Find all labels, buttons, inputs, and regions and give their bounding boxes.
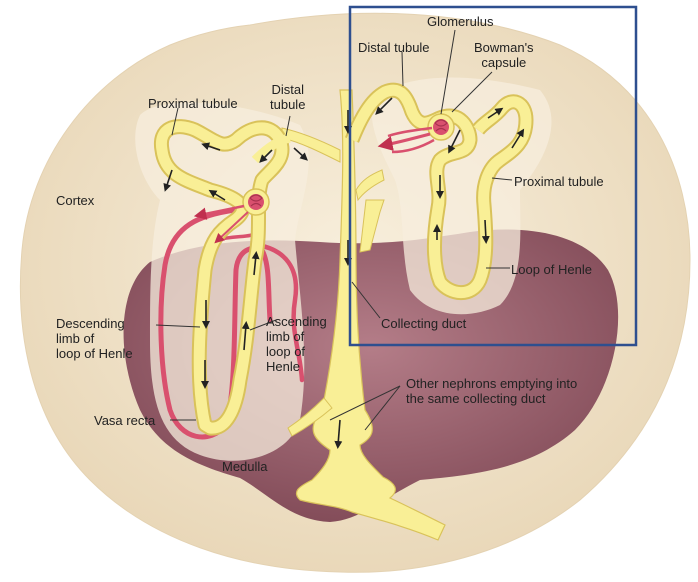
label-distal-left-line1: Distal: [271, 82, 304, 97]
label-other-nephrons: Other nephrons emptying into the same co…: [406, 376, 577, 406]
label-bowmans-line1: Bowman's: [474, 40, 534, 55]
label-collecting-duct: Collecting duct: [381, 316, 467, 331]
label-other-nephrons-line1: Other nephrons emptying into: [406, 376, 578, 391]
label-bowmans-capsule: Bowman's capsule: [474, 40, 534, 70]
label-distal-tubule-right: Distal tubule: [358, 40, 430, 55]
label-distal-left-line2: tubule: [270, 97, 306, 112]
label-vasa-recta: Vasa recta: [94, 413, 156, 428]
vasa-recta-vessel-3: [255, 242, 305, 383]
label-other-nephrons-line2: the same collecting duct: [406, 391, 546, 406]
collecting-branch-small: [359, 199, 385, 253]
label-proximal-tubule-left: Proximal tubule: [148, 96, 238, 111]
highlight-box: [348, 5, 638, 347]
label-descending-line1: Descending: [56, 316, 125, 331]
label-bowmans-line2: capsule: [481, 55, 527, 70]
label-descending-line3: loop of Henle: [56, 346, 133, 361]
right-glomerulus: [427, 113, 455, 141]
collecting-duct-trunk: [295, 89, 446, 541]
label-medulla: Medulla: [222, 459, 268, 474]
label-glomerulus: Glomerulus: [427, 14, 494, 29]
label-descending-limb: Descending limb of loop of Henle: [56, 316, 133, 361]
collecting-branch-lower: [287, 397, 333, 437]
leader-lines: [155, 29, 513, 431]
collecting-branch-right: [355, 169, 385, 202]
label-descending-line2: limb of: [56, 331, 95, 346]
label-ascending-line1: Ascending: [266, 314, 327, 329]
label-distal-tubule-left: Distal tubule: [270, 82, 305, 112]
left-distal-connector: [251, 133, 292, 164]
label-ascending-limb: Ascending limb of loop of Henle: [266, 314, 327, 374]
left-glomerulus: [242, 188, 270, 216]
label-ascending-line4: Henle: [266, 359, 300, 374]
label-ascending-line3: loop of: [266, 344, 306, 359]
flow-arrows: [163, 97, 525, 449]
label-cortex: Cortex: [56, 193, 95, 208]
label-proximal-tubule-right: Proximal tubule: [514, 174, 604, 189]
label-loop-of-henle: Loop of Henle: [511, 262, 592, 277]
label-ascending-line2: limb of: [266, 329, 305, 344]
